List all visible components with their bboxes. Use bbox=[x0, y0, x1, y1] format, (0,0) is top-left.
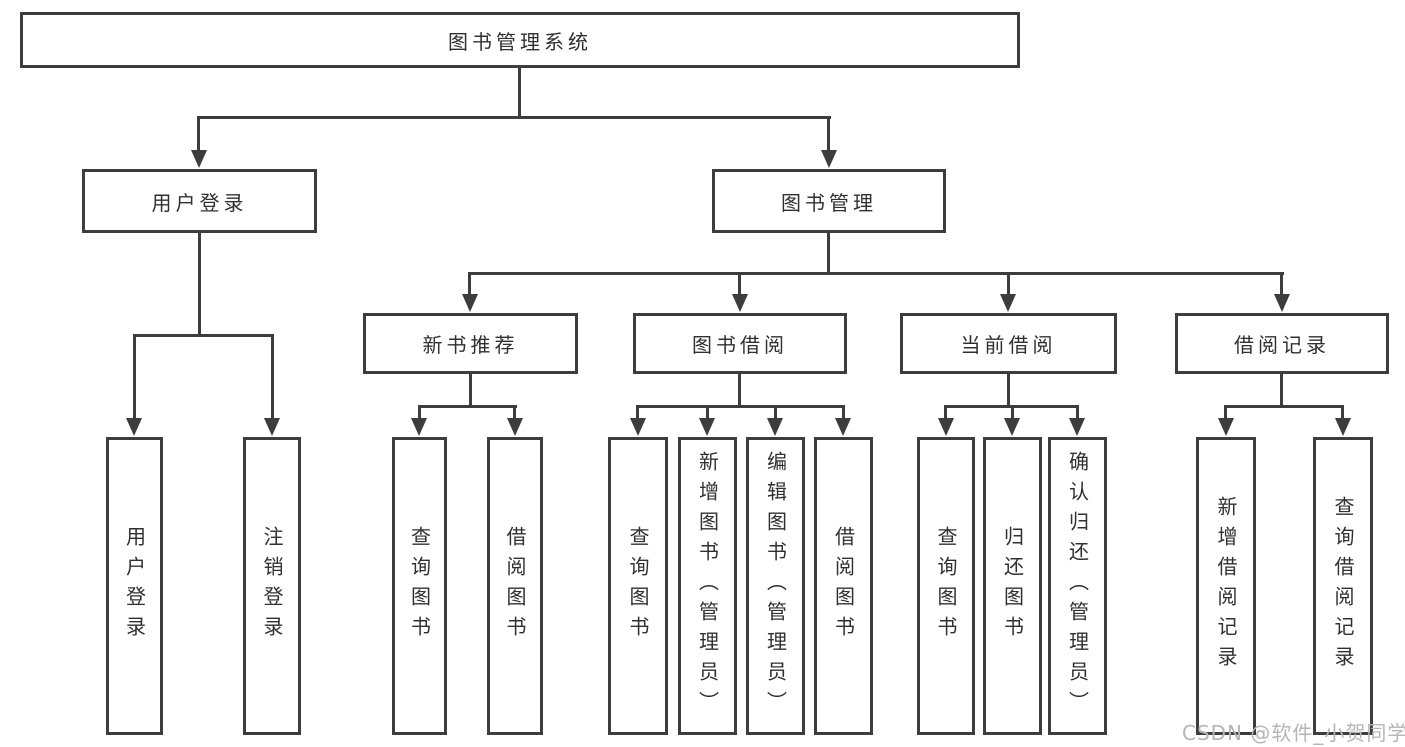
arrowhead-record-add bbox=[1218, 418, 1234, 436]
arrowhead-rec-query bbox=[411, 418, 427, 436]
connector-drop-borrowing-records bbox=[1280, 274, 1283, 296]
connector-borrowing-bar bbox=[636, 405, 845, 408]
arrowhead-rec-borrow bbox=[507, 418, 523, 436]
arrowhead-book-management bbox=[821, 150, 837, 168]
node-bor-query-books: 查询图书 bbox=[608, 437, 668, 735]
connector-user-login-bar bbox=[133, 334, 274, 337]
node-borrowing-records: 借阅记录 bbox=[1175, 313, 1389, 374]
connector-recommend-bar bbox=[418, 405, 517, 408]
connector-drop-book-management bbox=[827, 117, 830, 151]
node-bor-borrow-books: 借阅图书 bbox=[814, 437, 873, 735]
node-record-query: 查询借阅记录 bbox=[1313, 437, 1373, 735]
arrowhead-user-login bbox=[191, 150, 207, 168]
node-rec-borrow-books: 借阅图书 bbox=[487, 437, 543, 735]
arrowhead-cur-return bbox=[1004, 418, 1020, 436]
node-cur-confirm-return-admin: 确认归还（管理员） bbox=[1048, 437, 1107, 735]
connector-drop-leaf-logout bbox=[271, 336, 274, 420]
arrowhead-borrowing-records bbox=[1274, 294, 1290, 312]
node-user-login: 用户登录 bbox=[82, 169, 317, 233]
node-leaf-logout: 注销登录 bbox=[243, 437, 301, 735]
arrowhead-new-book-recommend bbox=[462, 294, 478, 312]
arrowhead-bor-add bbox=[699, 418, 715, 436]
connector-drop-bor-query bbox=[636, 407, 639, 419]
arrowhead-bor-edit bbox=[767, 418, 783, 436]
node-record-add: 新增借阅记录 bbox=[1196, 437, 1256, 735]
node-cur-query-books: 查询图书 bbox=[917, 437, 975, 735]
connector-drop-book-borrowing bbox=[738, 274, 741, 296]
arrowhead-record-query bbox=[1335, 418, 1351, 436]
arrowhead-leaf-logout bbox=[264, 418, 280, 436]
arrowhead-current-borrowing bbox=[1000, 294, 1016, 312]
connector-book-management-bar bbox=[468, 272, 1284, 275]
node-current-borrowing: 当前借阅 bbox=[900, 313, 1117, 374]
connector-book-management-stem bbox=[827, 231, 830, 274]
connector-drop-rec-borrow bbox=[513, 407, 516, 419]
connector-drop-rec-query bbox=[418, 407, 421, 419]
connector-root-bar bbox=[197, 116, 831, 119]
arrowhead-cur-confirm bbox=[1069, 418, 1085, 436]
connector-drop-bor-edit bbox=[774, 407, 777, 419]
arrowhead-cur-query bbox=[938, 418, 954, 436]
arrowhead-bor-borrow bbox=[835, 418, 851, 436]
arrowhead-bor-query bbox=[630, 418, 646, 436]
connector-drop-record-add bbox=[1224, 407, 1227, 419]
watermark: CSDN @软件_小贺同学 bbox=[1182, 721, 1405, 745]
arrowhead-leaf-user-login bbox=[126, 418, 142, 436]
node-cur-return-books: 归还图书 bbox=[983, 437, 1042, 735]
connector-drop-record-query bbox=[1341, 407, 1344, 419]
connector-records-stem bbox=[1280, 372, 1283, 407]
connector-recommend-stem bbox=[469, 372, 472, 407]
node-bor-edit-books-admin: 编辑图书（管理员） bbox=[746, 437, 805, 735]
connector-current-bar bbox=[944, 405, 1079, 408]
node-book-management: 图书管理 bbox=[712, 169, 946, 233]
node-root: 图书管理系统 bbox=[20, 12, 1020, 68]
connector-drop-cur-query bbox=[944, 407, 947, 419]
node-book-borrowing: 图书借阅 bbox=[633, 313, 847, 374]
connector-user-login-stem bbox=[198, 231, 201, 336]
connector-drop-user-login bbox=[197, 117, 200, 151]
connector-drop-bor-borrow bbox=[842, 407, 845, 419]
connector-drop-bor-add bbox=[706, 407, 709, 419]
connector-drop-cur-confirm bbox=[1076, 407, 1079, 419]
node-new-book-recommend: 新书推荐 bbox=[363, 313, 578, 374]
connector-drop-cur-return bbox=[1011, 407, 1014, 419]
node-bor-add-books-admin: 新增图书（管理员） bbox=[678, 437, 737, 735]
connector-drop-current-borrowing bbox=[1007, 274, 1010, 296]
connector-current-stem bbox=[1007, 372, 1010, 407]
connector-drop-new-book-recommend bbox=[468, 274, 471, 296]
node-rec-query-books: 查询图书 bbox=[392, 437, 447, 735]
arrowhead-book-borrowing bbox=[732, 294, 748, 312]
node-leaf-user-login: 用户登录 bbox=[106, 437, 163, 735]
connector-drop-leaf-user-login bbox=[133, 336, 136, 420]
connector-root-stem bbox=[518, 66, 521, 118]
connector-borrowing-stem bbox=[738, 372, 741, 407]
connector-records-bar bbox=[1224, 405, 1344, 408]
